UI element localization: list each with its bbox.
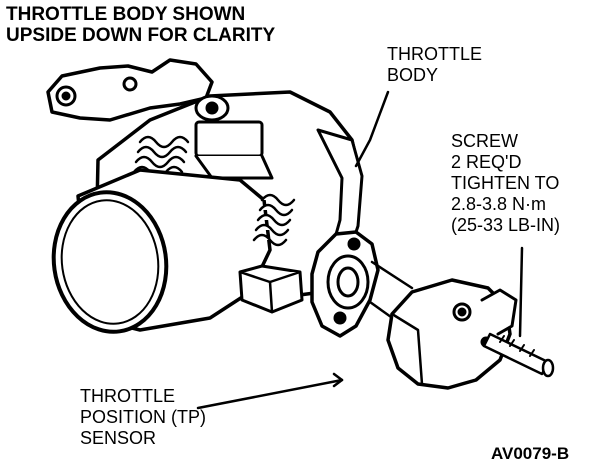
label-throttle-body: THROTTLE BODY	[387, 44, 483, 85]
diagram-title: THROTTLE BODY SHOWN UPSIDE DOWN FOR CLAR…	[6, 4, 276, 46]
label-tp-sensor: THROTTLE POSITION (TP) SENSOR	[80, 386, 206, 448]
screw-leader	[518, 246, 524, 338]
tp-sensor-mount-flange	[310, 230, 380, 338]
mounting-bracket	[46, 58, 214, 122]
return-spring-upper	[132, 120, 274, 180]
return-spring-lower	[252, 193, 296, 247]
tp-sensor-leader	[196, 378, 344, 410]
screw	[482, 332, 555, 378]
throttle-body-leader	[354, 90, 390, 168]
figure-code: AV0079-B	[491, 444, 570, 463]
throttle-bore	[51, 168, 272, 334]
leader-lines	[196, 90, 524, 410]
label-screw: SCREW 2 REQ'D TIGHTEN TO 2.8-3.8 N·m (25…	[451, 131, 561, 235]
lower-block	[238, 264, 304, 314]
tp-sensor	[386, 278, 518, 390]
